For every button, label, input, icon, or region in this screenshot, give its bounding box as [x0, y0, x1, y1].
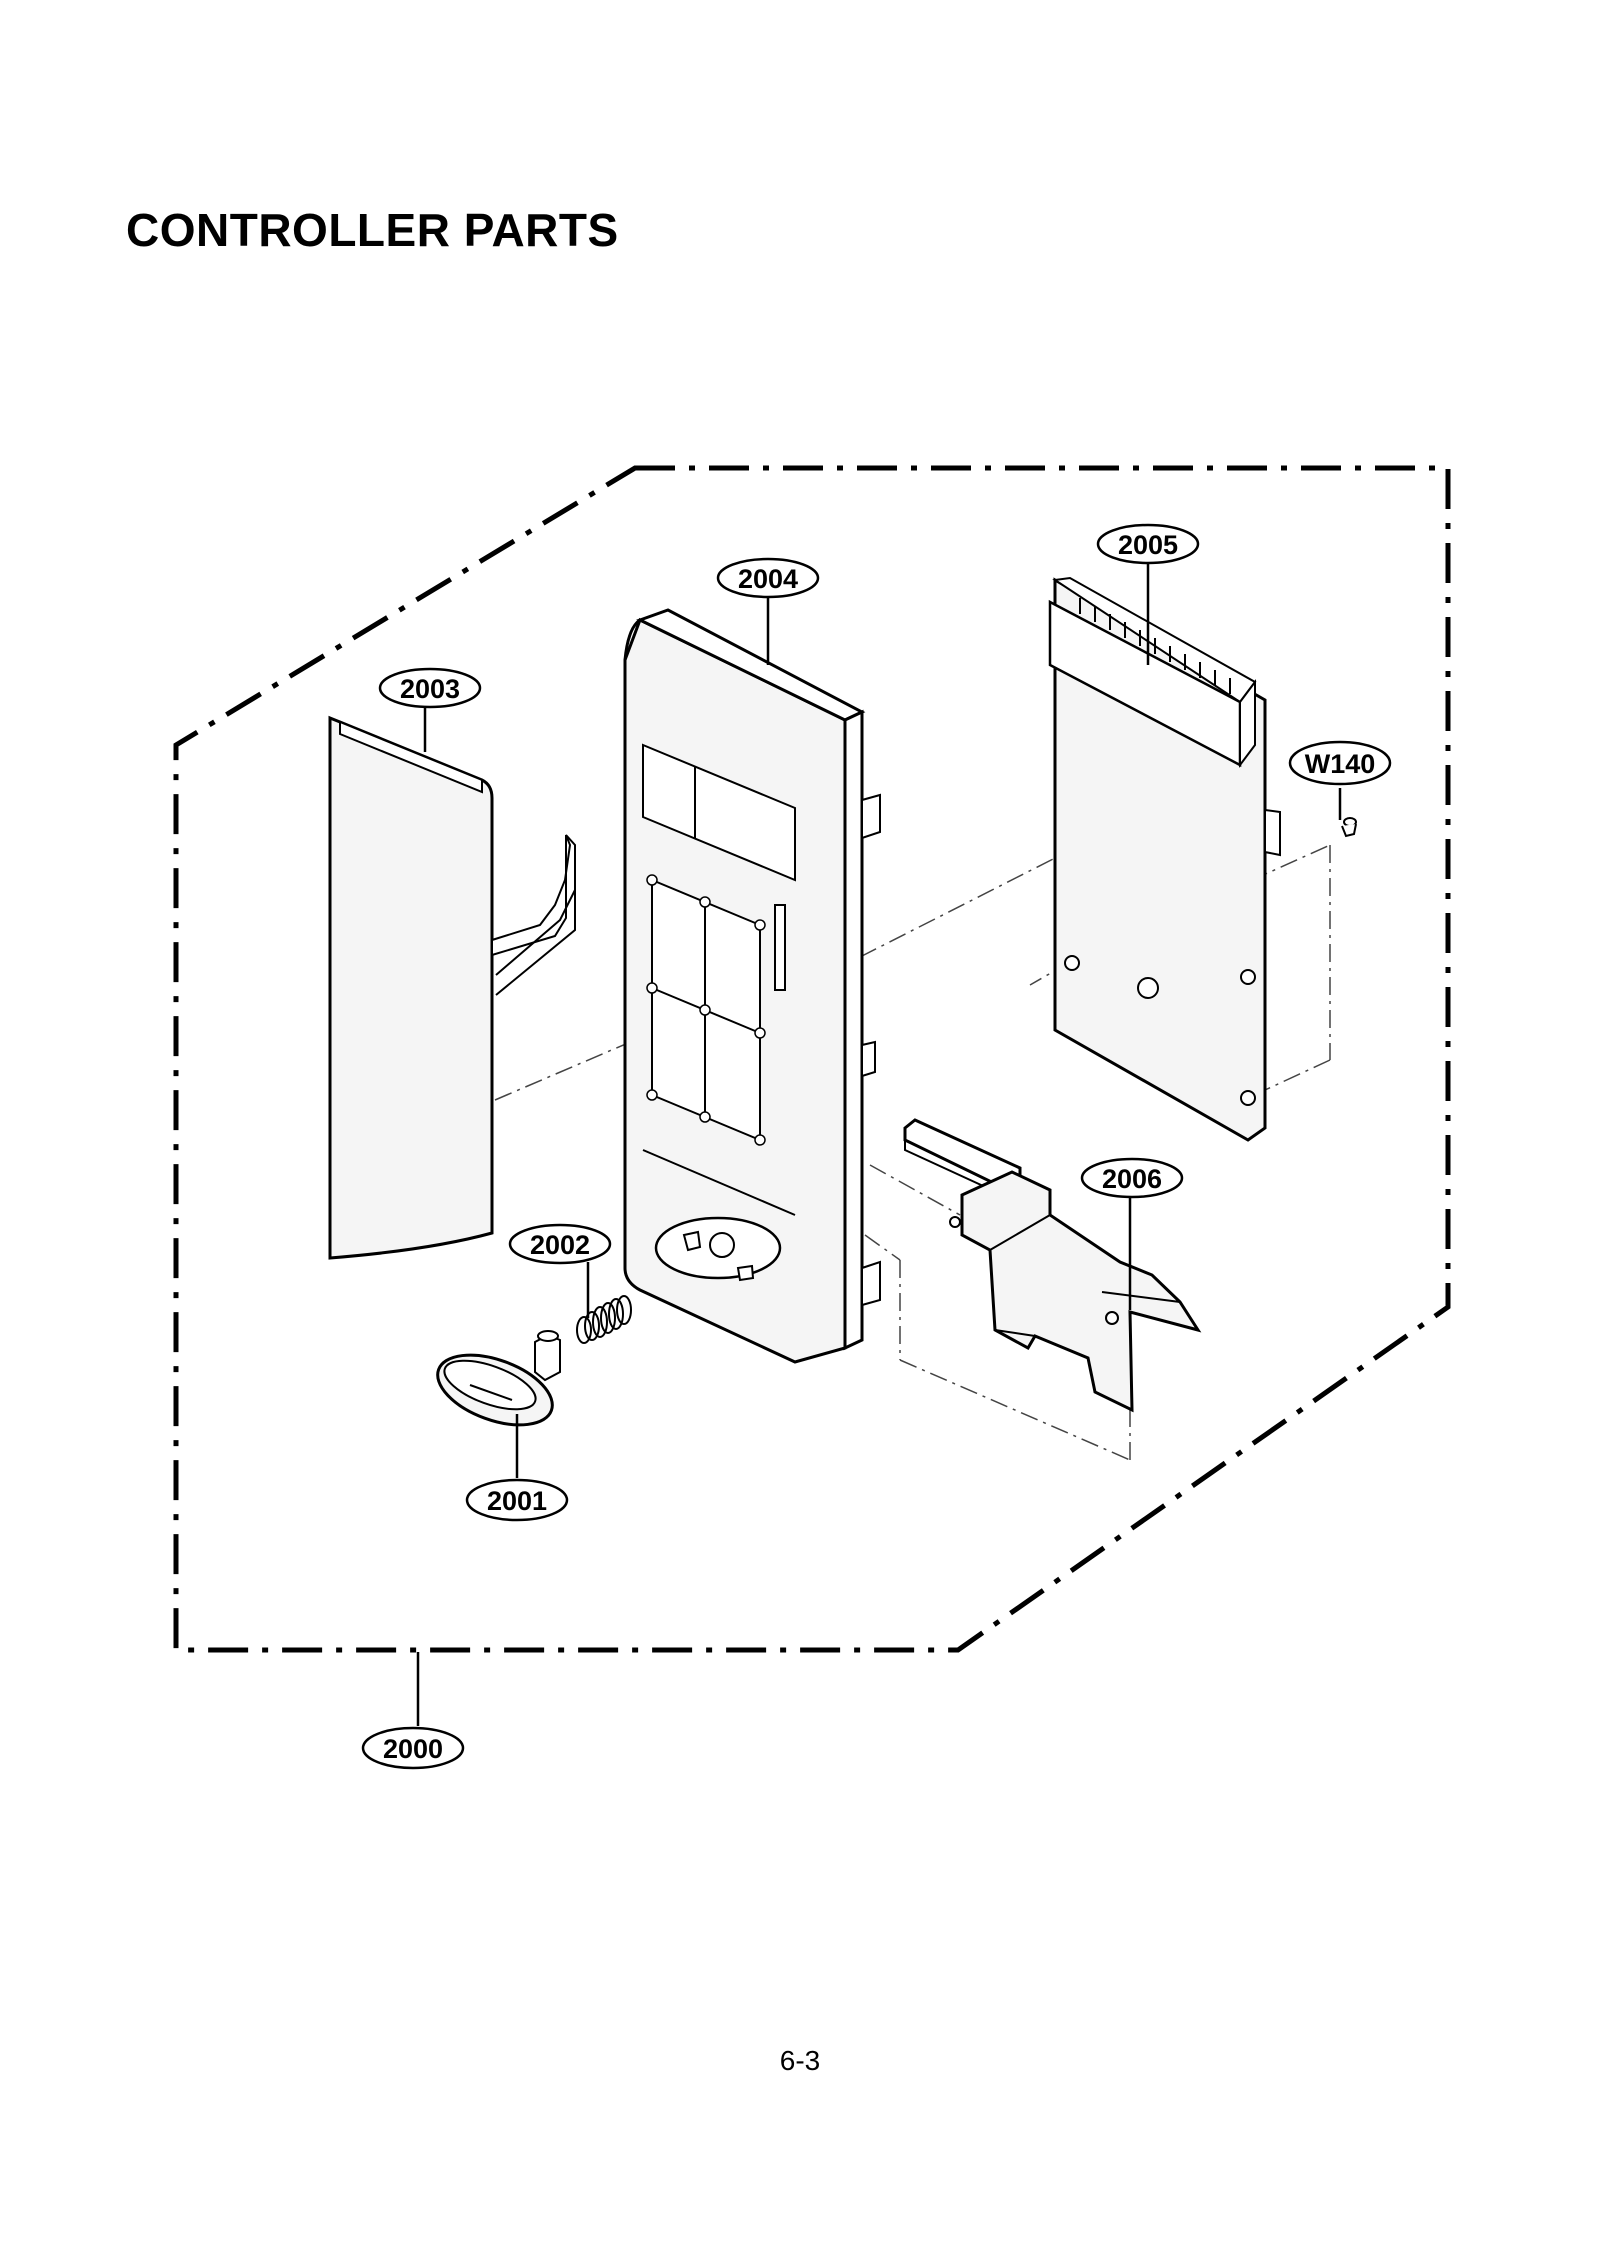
callout-2006: 2006	[1080, 1157, 1184, 1199]
window-part	[328, 715, 576, 1260]
page-number: 6-3	[779, 2045, 821, 2076]
callout-2000-label: 2000	[383, 1734, 443, 1764]
callout-2001: 2001	[465, 1478, 569, 1522]
callout-w140-label: W140	[1305, 749, 1376, 779]
spring-part	[576, 1295, 632, 1344]
callout-2006-label: 2006	[1102, 1164, 1162, 1194]
callout-2004: 2004	[716, 557, 820, 599]
callout-2002: 2002	[508, 1223, 612, 1265]
callouts: 2003 2004 2005 W140 2006 2002 2001 2000	[361, 523, 1392, 1770]
knob-part	[436, 1330, 561, 1427]
panel-part	[623, 608, 881, 1364]
pcb-part	[1048, 576, 1281, 1142]
callout-2003: 2003	[378, 667, 482, 709]
lever-part	[903, 1118, 1202, 1413]
screw-part	[1341, 817, 1357, 838]
assembly-boundary	[173, 465, 1451, 1653]
callout-2000: 2000	[361, 1726, 465, 1770]
callout-2004-label: 2004	[738, 564, 798, 594]
callout-2001-label: 2001	[487, 1486, 547, 1516]
callout-w140: W140	[1288, 740, 1392, 786]
callout-2002-label: 2002	[530, 1230, 590, 1260]
callout-2003-label: 2003	[400, 674, 460, 704]
callout-2005-label: 2005	[1118, 530, 1178, 560]
page-title: CONTROLLER PARTS	[126, 204, 619, 256]
callout-2005: 2005	[1096, 523, 1200, 565]
leader-lines	[416, 563, 1342, 1726]
